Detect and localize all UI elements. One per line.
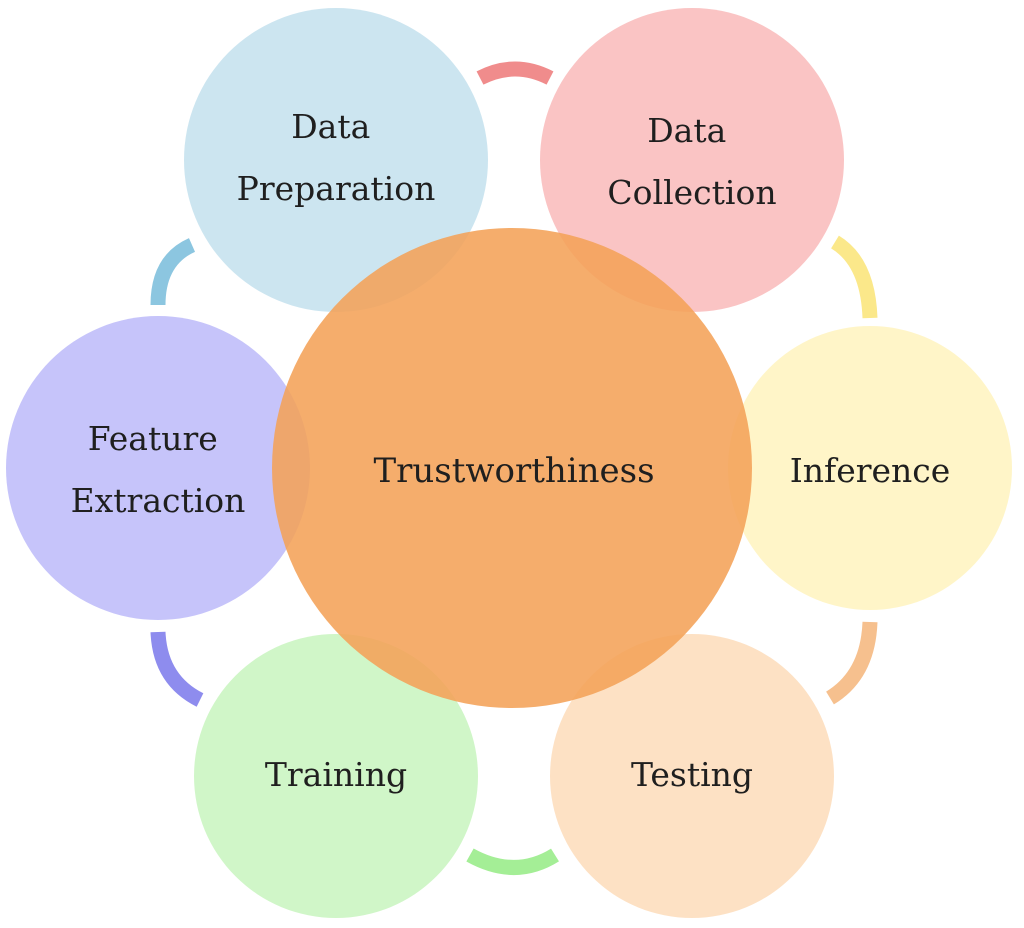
- stage-circle-data-preparation: [184, 8, 488, 312]
- stage-label-line: Collection: [607, 173, 776, 212]
- center-label: Trustworthiness: [373, 451, 654, 491]
- center-circle-trustworthiness: [272, 228, 752, 708]
- stage-label-line: Preparation: [237, 169, 436, 208]
- stage-label-data-collection: Data Collection: [607, 111, 776, 212]
- stage-labels: Data Preparation Data Collection Feature…: [71, 107, 951, 794]
- stage-circle-inference: [728, 326, 1012, 610]
- stage-label-line: Data: [647, 111, 726, 150]
- cycle-connectors: [150, 61, 878, 875]
- connector-training-to-extraction: [150, 631, 204, 707]
- stage-label-line: Extraction: [71, 481, 246, 520]
- stage-label-line: Feature: [88, 419, 218, 458]
- stage-circle-data-collection: [540, 8, 844, 312]
- connector-collection-to-inference: [830, 235, 878, 319]
- connector-testing-to-training: [466, 848, 559, 875]
- stage-label-line: Data: [291, 107, 370, 146]
- stage-circle-training: [194, 634, 478, 918]
- stage-circle-feature-extraction: [6, 316, 310, 620]
- connector-preparation-to-collection: [476, 61, 554, 85]
- connector-inference-to-testing: [825, 621, 878, 705]
- stage-circle-testing: [550, 634, 834, 918]
- stage-label-data-preparation: Data Preparation: [237, 107, 436, 208]
- stage-label-testing: Testing: [631, 755, 753, 794]
- stage-label-inference: Inference: [790, 451, 951, 490]
- stage-label-feature-extraction: Feature Extraction: [71, 419, 246, 520]
- stage-circles: [6, 8, 1012, 918]
- connector-extraction-to-preparation: [150, 238, 196, 306]
- stage-label-training: Training: [265, 755, 407, 794]
